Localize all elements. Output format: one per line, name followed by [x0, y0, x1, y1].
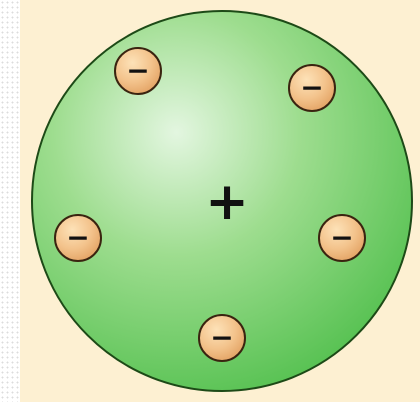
- electron: −: [289, 65, 335, 111]
- electron-sign: −: [210, 321, 233, 354]
- electron: −: [199, 315, 245, 361]
- diagram-panel: + − − − − −: [20, 0, 420, 402]
- left-edge-pattern: [0, 0, 20, 402]
- positive-charge-sign: +: [205, 172, 249, 232]
- electron: −: [55, 215, 101, 261]
- electron: −: [115, 48, 161, 94]
- electron-sign: −: [300, 71, 323, 104]
- electron: −: [319, 215, 365, 261]
- plum-pudding-atom-model: + − − − − −: [20, 0, 420, 402]
- electron-sign: −: [330, 221, 353, 254]
- electron-sign: −: [126, 54, 149, 87]
- electron-sign: −: [66, 221, 89, 254]
